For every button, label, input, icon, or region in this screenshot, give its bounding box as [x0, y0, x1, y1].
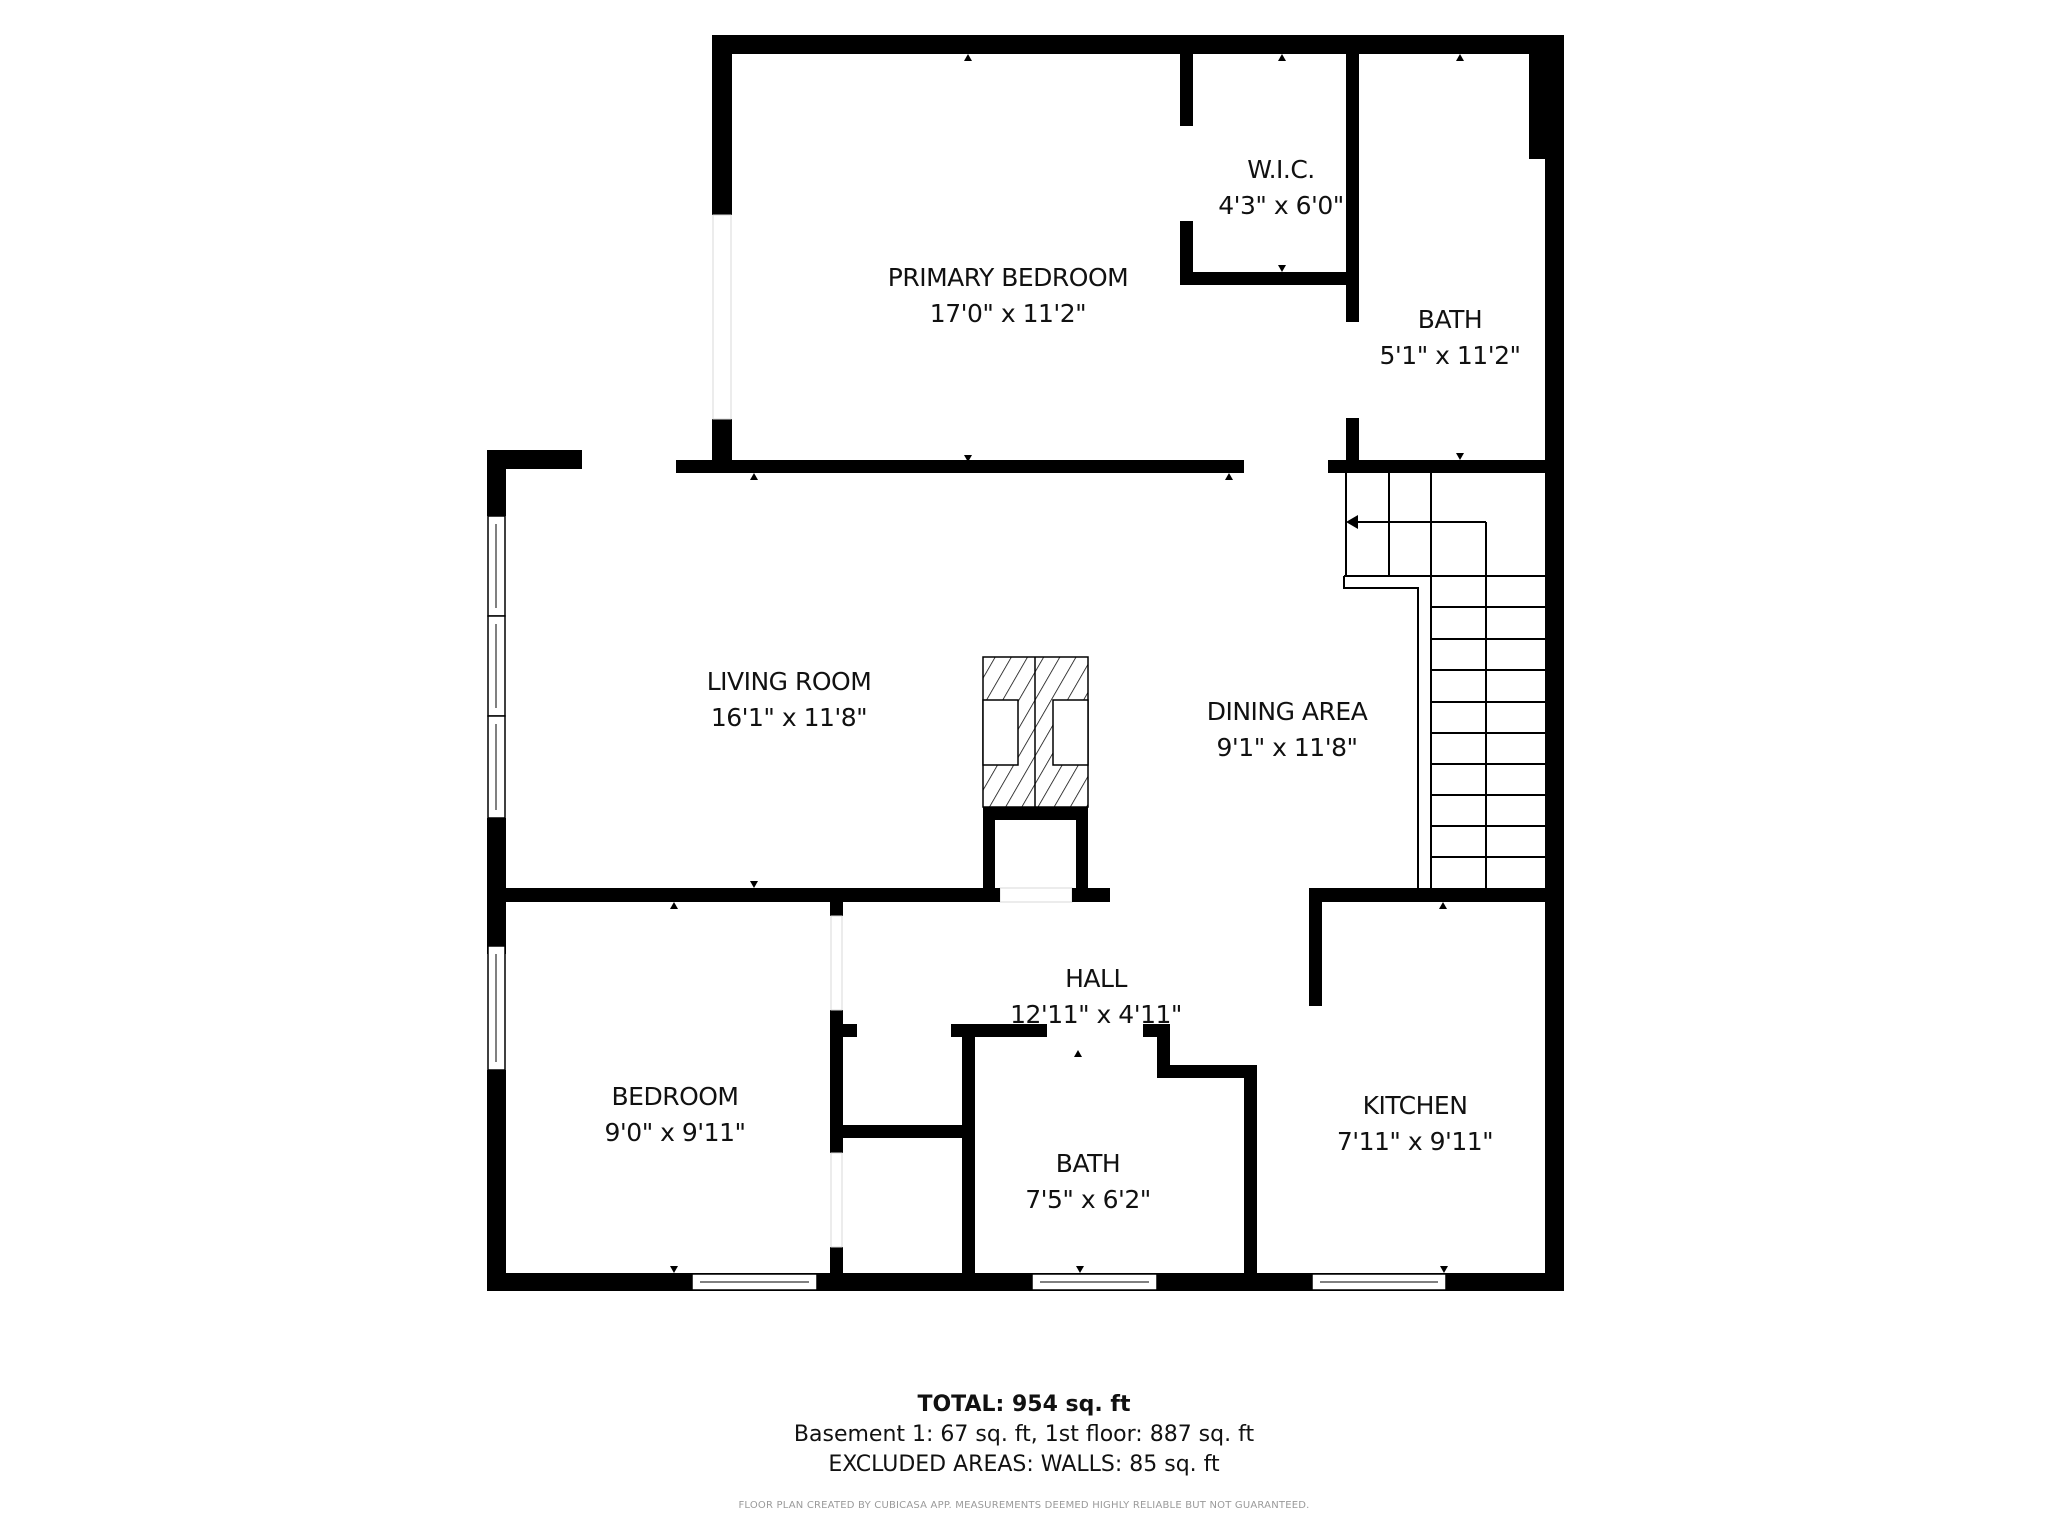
- room-primary-bedroom: PRIMARY BEDROOM 17'0" x 11'2": [887, 260, 1129, 332]
- room-name: HALL: [1065, 964, 1127, 993]
- room-name: W.I.C.: [1247, 155, 1315, 184]
- fireplace: [982, 656, 1089, 903]
- room-size: 7'11" x 9'11": [1336, 1127, 1494, 1156]
- living-room-windows: [487, 515, 506, 819]
- room-wic: W.I.C. 4'3" x 6'0": [1218, 152, 1344, 224]
- credit-disclaimer: FLOOR PLAN CREATED BY CUBICASA APP. MEAS…: [738, 1500, 1310, 1511]
- upper-walls: [712, 35, 1564, 1291]
- primary-bedroom-window-opening: [712, 214, 732, 420]
- room-name: BATH: [1055, 1149, 1121, 1178]
- room-name: PRIMARY BEDROOM: [887, 263, 1129, 292]
- room-size: 4'3" x 6'0": [1218, 191, 1344, 220]
- room-name: BATH: [1417, 305, 1483, 334]
- room-living-room: LIVING ROOM 16'1" x 11'8": [707, 664, 872, 736]
- room-kitchen: KITCHEN 7'11" x 9'11": [1336, 1088, 1494, 1160]
- bedroom-left-window: [487, 945, 506, 1071]
- room-bath-upper: BATH 5'1" x 11'2": [1380, 302, 1521, 374]
- middle-walls: [487, 450, 1545, 1291]
- room-size: 9'1" x 11'8": [1216, 733, 1358, 762]
- room-dining-area: DINING AREA 9'1" x 11'8": [1207, 694, 1368, 766]
- stair-direction-arrow-icon: [1346, 515, 1358, 529]
- room-name: KITCHEN: [1362, 1091, 1468, 1120]
- room-size: 5'1" x 11'2": [1379, 341, 1521, 370]
- bedroom-door-opening: [830, 915, 843, 1011]
- room-bedroom: BEDROOM 9'0" x 9'11": [605, 1079, 746, 1151]
- room-size: 7'5" x 6'2": [1025, 1185, 1151, 1214]
- closet-door-opening: [830, 1152, 843, 1248]
- room-hall: HALL 12'11" x 4'11": [1010, 961, 1182, 1033]
- measurement-markers: [670, 54, 1464, 1273]
- room-name: LIVING ROOM: [706, 667, 872, 696]
- room-size: 16'1" x 11'8": [710, 703, 868, 732]
- room-size: 12'11" x 4'11": [1010, 1000, 1182, 1029]
- total-area: TOTAL: 954 sq. ft: [917, 1392, 1131, 1417]
- room-name: BEDROOM: [611, 1082, 740, 1111]
- room-size: 17'0" x 11'2": [929, 299, 1087, 328]
- room-name: DINING AREA: [1206, 697, 1368, 726]
- room-size: 9'0" x 9'11": [604, 1118, 746, 1147]
- excluded-areas: EXCLUDED AREAS: WALLS: 85 sq. ft: [828, 1452, 1220, 1477]
- room-bath-lower: BATH 7'5" x 6'2": [1025, 1146, 1151, 1218]
- bottom-windows: [691, 1273, 1447, 1291]
- area-breakdown: Basement 1: 67 sq. ft, 1st floor: 887 sq…: [793, 1422, 1255, 1447]
- staircase: [1343, 473, 1545, 888]
